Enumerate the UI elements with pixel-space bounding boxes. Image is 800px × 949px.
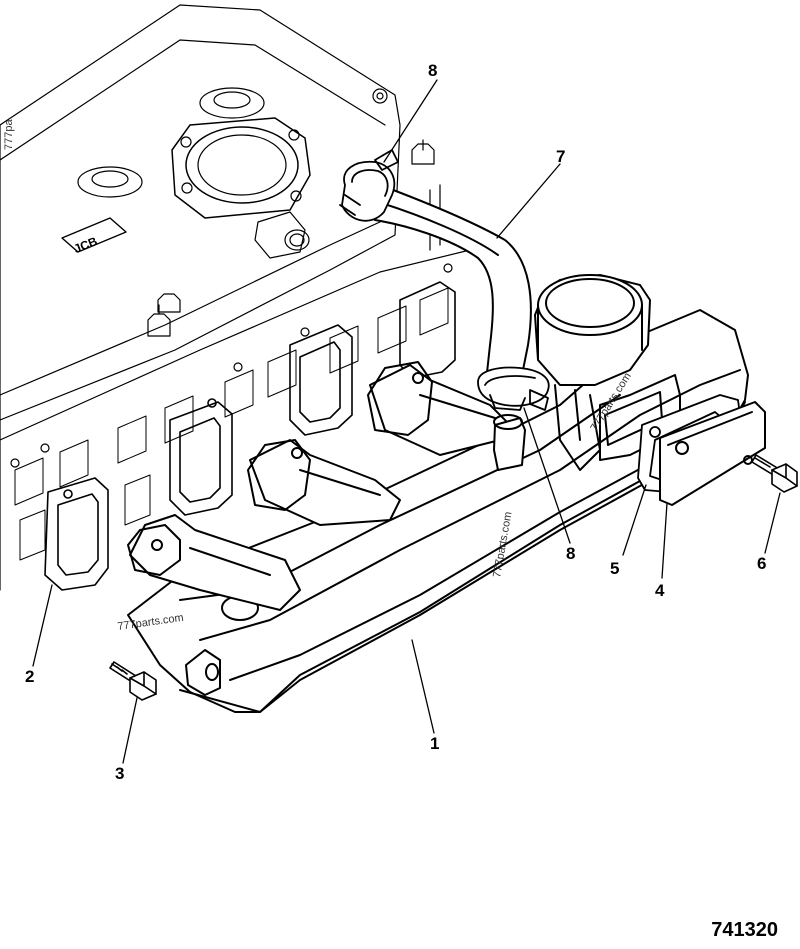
callout-8-top: 8 [428, 61, 437, 80]
callout-4: 4 [655, 581, 665, 600]
drawing-number: 741320 [711, 919, 778, 941]
exhaust-manifold [127, 274, 749, 713]
svg-text:JCB: JCB [72, 234, 100, 256]
plate-bolt [751, 454, 798, 493]
leader-lines [32, 79, 781, 764]
callout-1: 1 [430, 734, 439, 753]
callout-6: 6 [757, 554, 766, 573]
hose-clip-upper [339, 149, 399, 222]
hose-clip-lower [477, 366, 550, 411]
manifold-gasket [44, 281, 456, 591]
callout-2: 2 [25, 667, 34, 686]
blanking-plate [659, 401, 766, 506]
callout-labels: 8 7 8 5 4 6 2 3 1 [25, 61, 766, 783]
callout-8-bottom: 8 [566, 544, 575, 563]
callout-5: 5 [610, 559, 619, 578]
watermark-text: 777pa [3, 119, 15, 150]
engine-cylinder-head: JCB [0, 4, 471, 591]
manifold-bolt [109, 661, 157, 701]
callout-7: 7 [556, 147, 565, 166]
callout-3: 3 [115, 764, 124, 783]
